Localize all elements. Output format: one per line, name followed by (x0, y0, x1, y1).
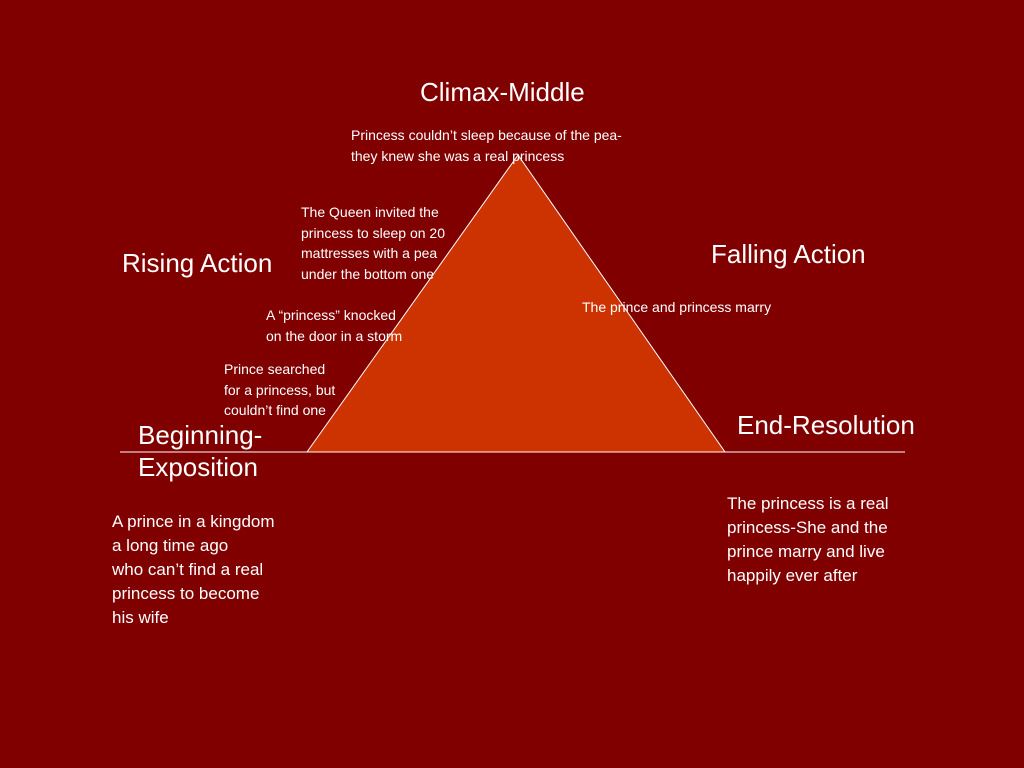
end-resolution-heading: End-Resolution (737, 410, 915, 440)
exposition-note: A prince in a kingdom a long time ago wh… (112, 512, 275, 627)
resolution-note: The princess is a real princess-She and … (727, 494, 889, 585)
climax-heading: Climax-Middle (420, 77, 585, 107)
beginning-exposition-heading: Beginning- Exposition (138, 420, 263, 482)
queen-note: The Queen invited the princess to sleep … (301, 204, 445, 282)
rising-action-heading: Rising Action (122, 248, 273, 278)
climax-note: Princess couldn’t sleep because of the p… (351, 127, 622, 164)
searched-note: Prince searched for a princess, but coul… (224, 361, 336, 418)
marry-note: The prince and princess marry (582, 299, 772, 315)
falling-action-heading: Falling Action (711, 239, 866, 269)
knocked-note: A “princess” knocked on the door in a st… (266, 307, 403, 344)
